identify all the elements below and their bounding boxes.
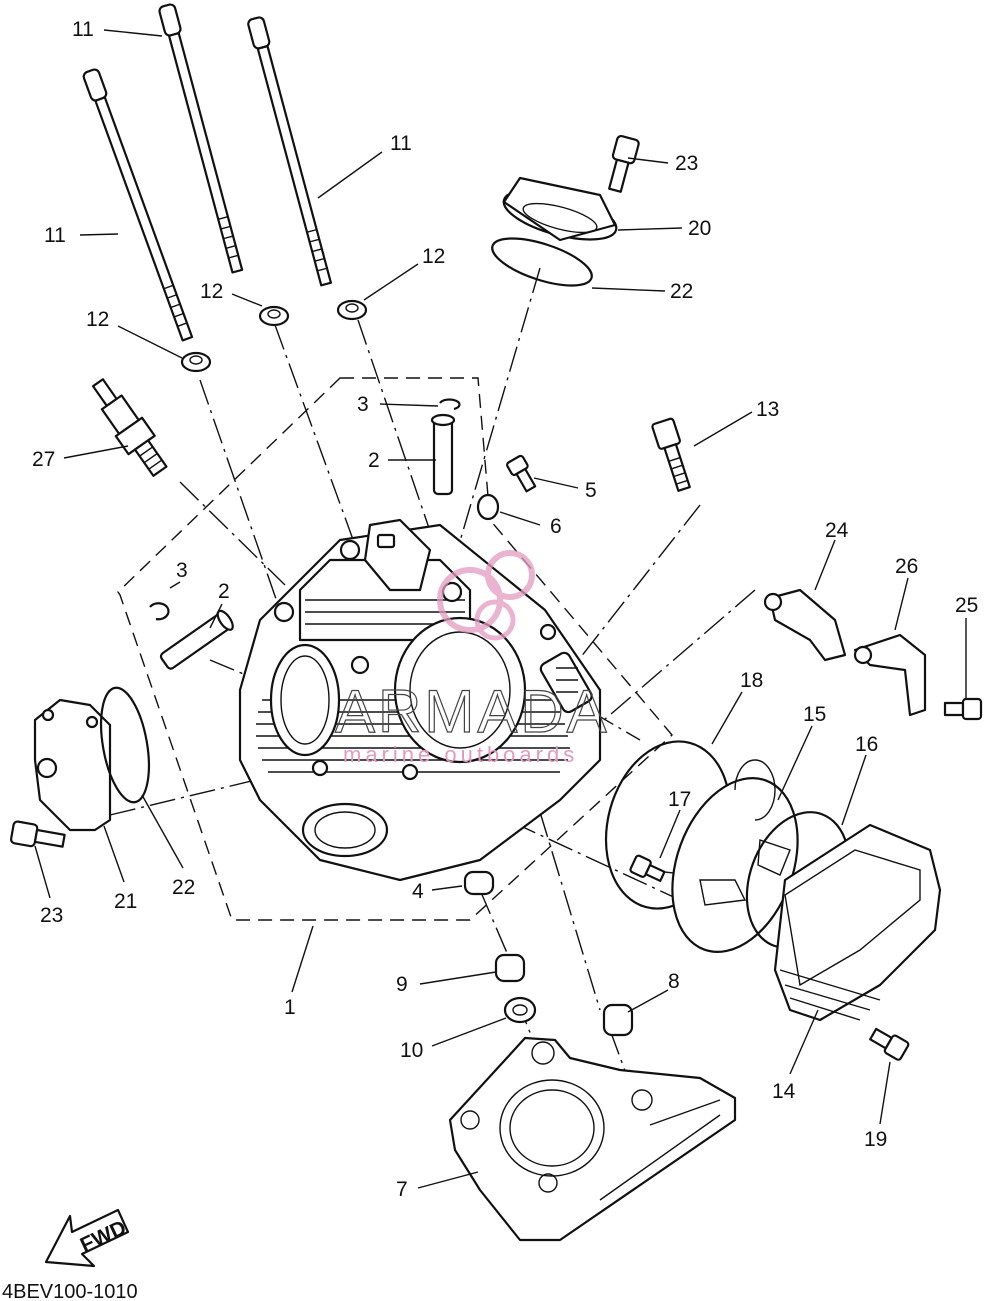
- callout-27: 27: [32, 448, 55, 471]
- callout-3: 3: [176, 559, 188, 582]
- bracket-24: [763, 588, 847, 662]
- callout-25: 25: [955, 594, 978, 617]
- callout-5: 5: [585, 479, 597, 502]
- washer-6: [476, 493, 500, 521]
- bolt-19: [869, 1027, 910, 1061]
- callout-11: 11: [44, 224, 66, 247]
- callout-10: 10: [400, 1039, 423, 1062]
- callouts: 11 11 11 23 20 22 12 12 12 3 2 13 5 6 27…: [32, 18, 978, 1201]
- bolt-23-top: [608, 134, 640, 193]
- watermark-logo: [437, 550, 535, 641]
- valve-cover: [773, 823, 942, 1022]
- bolt-13: [651, 417, 691, 492]
- callout-1: 1: [284, 996, 296, 1019]
- callout-3: 3: [357, 393, 369, 416]
- callout-23: 23: [675, 152, 698, 175]
- callout-22: 22: [172, 876, 195, 899]
- callout-2: 2: [218, 580, 230, 603]
- callout-14: 14: [772, 1080, 796, 1103]
- dowels: [463, 870, 634, 1037]
- callout-9: 9: [396, 973, 408, 996]
- callout-24: 24: [825, 519, 849, 542]
- callout-11: 11: [390, 132, 412, 155]
- callout-17: 17: [668, 788, 691, 811]
- watermark: ARMADA marine outboards: [334, 550, 610, 767]
- o-ring-top: [491, 237, 593, 287]
- washers: [180, 299, 368, 373]
- watermark-tagline: marine outboards: [343, 742, 578, 767]
- bolt-25: [943, 697, 983, 721]
- callout-23: 23: [40, 904, 63, 927]
- callout-13: 13: [756, 398, 779, 421]
- bolt-23-side: [9, 820, 66, 848]
- watermark-brand: ARMADA: [335, 678, 610, 745]
- callout-22: 22: [670, 280, 693, 303]
- fwd-arrow: FWD: [44, 1208, 130, 1268]
- top-cap: [502, 176, 618, 242]
- callout-21: 21: [114, 890, 137, 913]
- callout-16: 16: [855, 733, 878, 756]
- spark-plug: [91, 378, 168, 477]
- callout-19: 19: [864, 1128, 887, 1151]
- callout-2: 2: [368, 449, 380, 472]
- valve-guides: [149, 398, 461, 670]
- callout-12: 12: [422, 245, 445, 268]
- callout-26: 26: [895, 555, 918, 578]
- callout-11: 11: [72, 18, 94, 41]
- callout-7: 7: [396, 1178, 408, 1201]
- callout-20: 20: [688, 217, 711, 240]
- bolt-5: [506, 454, 537, 493]
- bolt-17: [629, 854, 666, 883]
- callout-12: 12: [86, 308, 109, 331]
- callout-15: 15: [803, 703, 826, 726]
- side-cover: [33, 698, 112, 832]
- callout-18: 18: [740, 669, 763, 692]
- callout-6: 6: [550, 515, 562, 538]
- head-gasket: [448, 1036, 737, 1242]
- leader-lines: [34, 29, 967, 1189]
- diagram-code: 4BEV100-1010: [2, 1281, 138, 1301]
- stud-bolts: [82, 3, 332, 342]
- callout-4: 4: [412, 880, 424, 903]
- callout-8: 8: [668, 970, 680, 993]
- assembly-boundary: [117, 377, 673, 921]
- callout-12: 12: [200, 280, 223, 303]
- bracket-26: [853, 633, 927, 717]
- o-ring-side: [100, 686, 150, 804]
